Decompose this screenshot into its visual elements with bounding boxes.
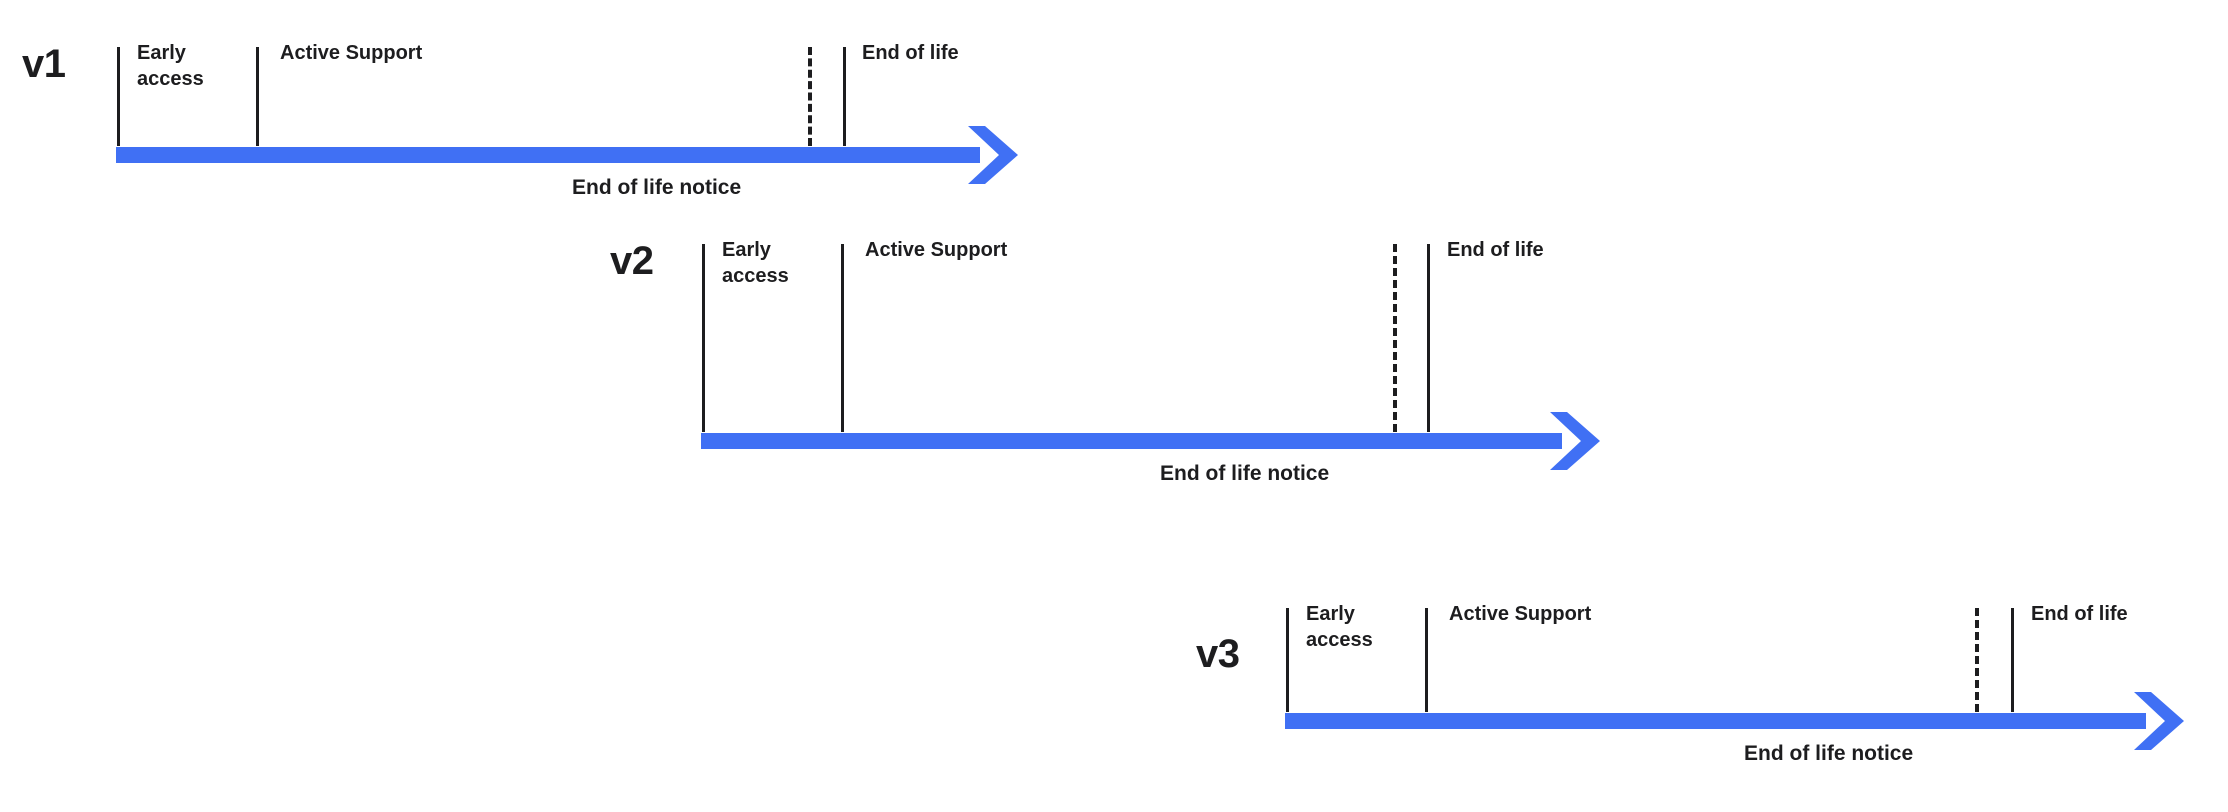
- phase-label-early-access-v2: Early access: [722, 239, 789, 287]
- arrow-shaft: [701, 433, 1562, 449]
- lifecycle-arrow-v2: [701, 410, 1600, 472]
- lifecycle-arrow-v1: [116, 124, 1018, 186]
- lifecycle-arrow-v3: [1285, 690, 2184, 752]
- divider-solid-early-access-start: [117, 47, 120, 146]
- phase-label-early-access-v3: Early access: [1306, 603, 1373, 651]
- arrow-shaft: [116, 147, 980, 163]
- divider-solid-active-support-start: [1425, 608, 1428, 712]
- end-of-life-notice-label-v1: End of life notice: [572, 176, 742, 199]
- divider-dashed-end-of-life-notice-marker: [1975, 608, 1979, 712]
- divider-solid-early-access-start: [1286, 608, 1289, 712]
- divider-solid-end-of-life-start: [2011, 608, 2014, 712]
- divider-solid-end-of-life-start: [843, 47, 846, 146]
- version-label-v2: v2: [610, 239, 654, 283]
- divider-solid-active-support-start: [841, 244, 844, 432]
- divider-dashed-end-of-life-notice-marker: [808, 47, 812, 146]
- phase-label-end-of-life-v3: End of life: [2031, 603, 2128, 625]
- phase-label-active-support-v2: Active Support: [865, 239, 1008, 261]
- arrow-head: [1550, 412, 1600, 470]
- phase-label-end-of-life-v1: End of life: [862, 42, 959, 64]
- phase-label-active-support-v1: Active Support: [280, 42, 423, 64]
- divider-solid-active-support-start: [256, 47, 259, 146]
- end-of-life-notice-label-v2: End of life notice: [1160, 462, 1330, 485]
- divider-solid-end-of-life-start: [1427, 244, 1430, 432]
- divider-solid-early-access-start: [702, 244, 705, 432]
- arrow-shaft: [1285, 713, 2146, 729]
- arrow-head: [2134, 692, 2184, 750]
- arrow-head: [968, 126, 1018, 184]
- version-label-v3: v3: [1196, 632, 1240, 676]
- version-label-v1: v1: [22, 42, 66, 86]
- phase-label-active-support-v3: Active Support: [1449, 603, 1592, 625]
- phase-label-early-access-v1: Early access: [137, 42, 204, 90]
- phase-label-end-of-life-v2: End of life: [1447, 239, 1544, 261]
- end-of-life-notice-label-v3: End of life notice: [1744, 742, 1914, 765]
- divider-dashed-end-of-life-notice-marker: [1393, 244, 1397, 432]
